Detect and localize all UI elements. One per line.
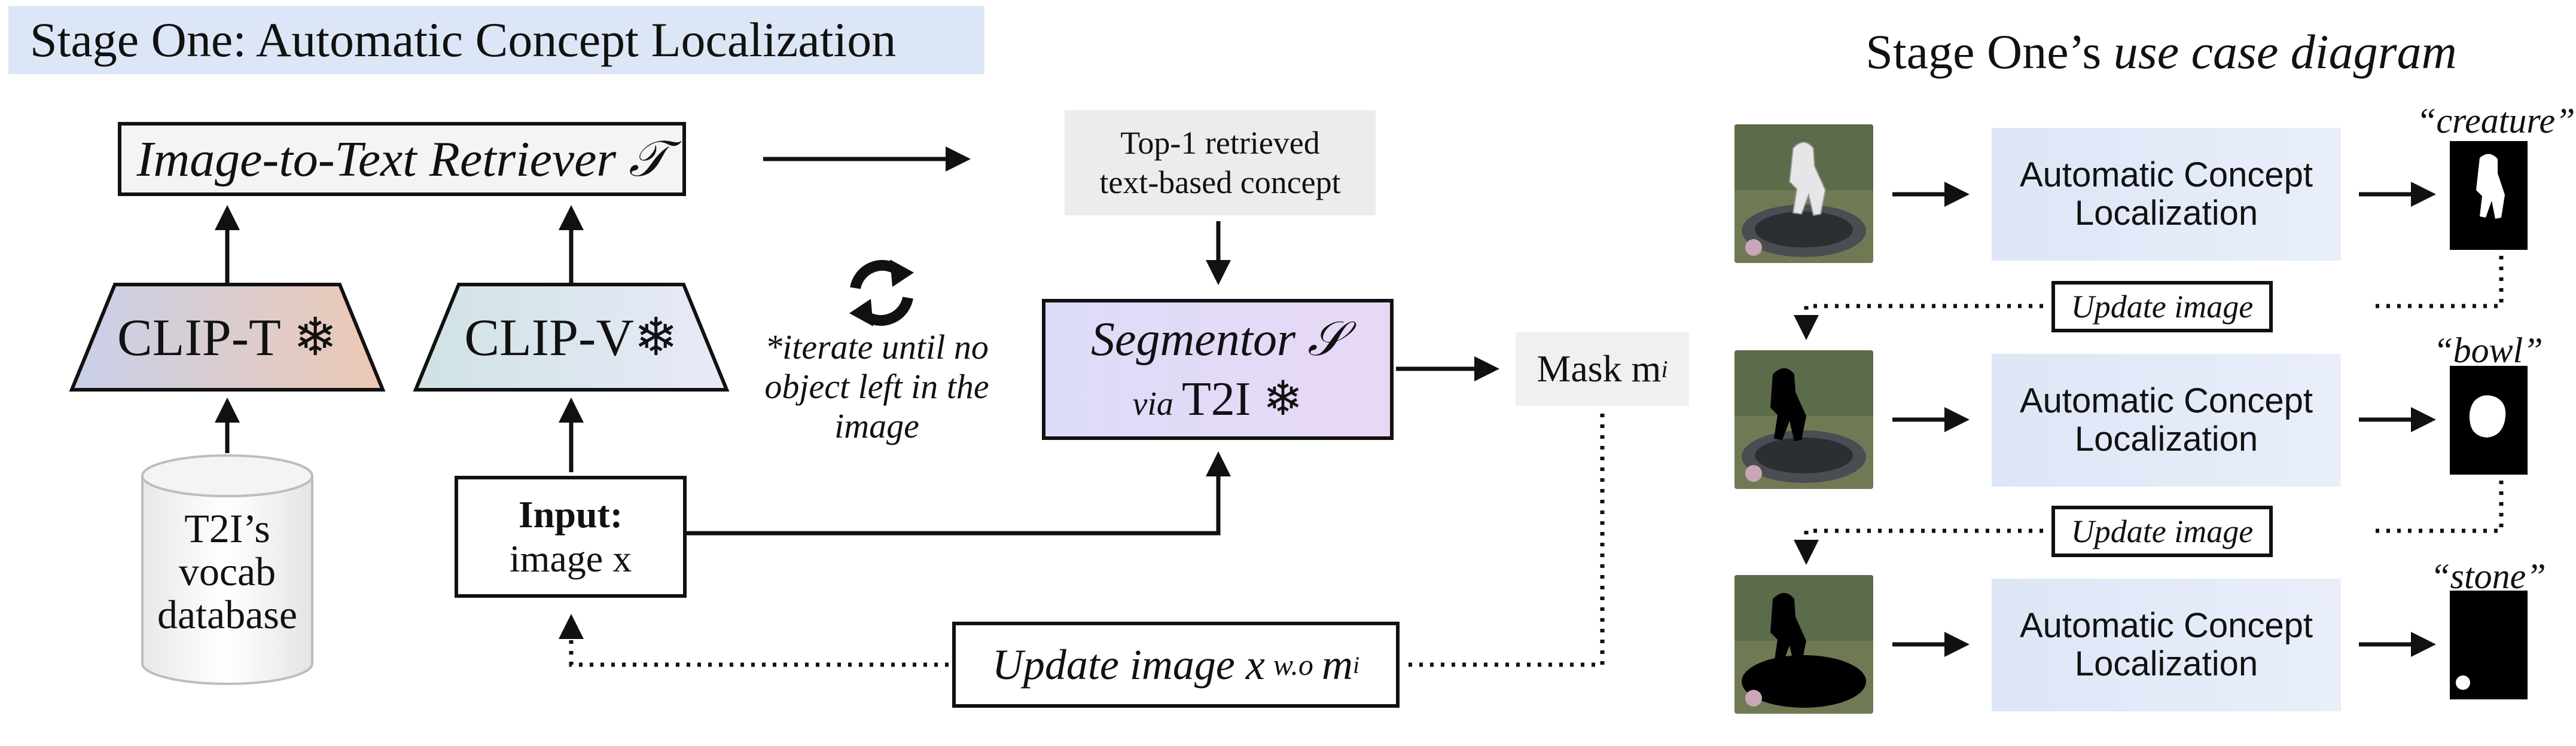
right-title-italic: use case diagram (2113, 25, 2457, 79)
clip-t-shape (69, 283, 386, 392)
dotted-update-to-row2 (1794, 304, 2043, 340)
row2-thumbnail (1734, 350, 1873, 489)
row1-mask-image (2450, 141, 2528, 250)
row2-concept-label: “bowl” (2433, 331, 2543, 370)
row1-acl-label: Automatic Concept Localization (2019, 155, 2313, 233)
row2-acl-label: Automatic Concept Localization (2019, 381, 2313, 458)
row1-thumbnail (1734, 124, 1873, 263)
segmentor-title: Segmentor 𝒮 (1090, 313, 1345, 366)
refresh-icon (849, 259, 914, 326)
update-subscript: i (1352, 651, 1360, 678)
row3-thumbnail (1734, 575, 1873, 714)
input-box: Input: image x (455, 476, 687, 598)
right-title-plain: Stage One’s (1865, 25, 2102, 79)
clip-t-encoder: CLIP-T ❄ (72, 285, 383, 390)
mask-subscript: i (1661, 355, 1668, 383)
retriever-box: Image-to-Text Retriever 𝒯 (118, 122, 686, 196)
input-sub-label: image x (509, 537, 632, 580)
mask-label: Mask m (1537, 347, 1662, 390)
top1-concept-box: Top-1 retrieved text-based concept (1065, 110, 1376, 215)
input-bold-label: Input: (518, 493, 623, 536)
dotted-update-to-row3 (1794, 528, 2043, 565)
row3-acl-module: Automatic Concept Localization (1992, 579, 2341, 711)
arrow-input-to-segmentor (687, 451, 1231, 536)
top1-line2: text-based concept (1099, 164, 1341, 200)
update-label: Update image x (992, 640, 1265, 689)
row3-mask-image (2450, 591, 2528, 699)
retriever-label: Image-to-Text Retriever 𝒯 (136, 131, 667, 187)
segmentor-via: via (1132, 385, 1173, 423)
row3-acl-label: Automatic Concept Localization (2019, 606, 2313, 683)
stage-title: Stage One: Automatic Concept Localizatio… (8, 6, 984, 74)
update-wo: w.o (1273, 648, 1313, 681)
row1-acl-module: Automatic Concept Localization (1992, 128, 2341, 261)
row3-concept-label: “stone” (2430, 557, 2546, 596)
dotted-row2-to-update (2376, 470, 2504, 533)
segmentor-model: T2I ❄ (1181, 372, 1303, 426)
clip-v-shape (413, 283, 730, 392)
database-label: T2I’s vocab database (157, 506, 298, 637)
clip-v-encoder: CLIP-V❄ (416, 285, 727, 390)
right-title: Stage One’s use case diagram (1746, 24, 2576, 80)
clip-v-label: CLIP-V❄ (464, 309, 678, 367)
update-image-label-2: Update image (2051, 506, 2273, 557)
iterate-note: *iterate until no object left in the ima… (764, 328, 989, 445)
database-cylinder (141, 454, 313, 685)
dotted-update-to-input (559, 614, 949, 667)
update-image-label-1: Update image (2051, 281, 2273, 332)
row1-concept-label: “creature” (2416, 101, 2575, 140)
row2-mask-image (2450, 366, 2528, 475)
update-m: m (1321, 640, 1353, 689)
top1-line1: Top-1 retrieved (1120, 125, 1320, 161)
dotted-row1-to-update (2376, 245, 2504, 308)
clip-t-label: CLIP-T ❄ (117, 309, 337, 367)
row2-acl-module: Automatic Concept Localization (1992, 354, 2341, 487)
dotted-mask-to-update (1406, 414, 1605, 667)
